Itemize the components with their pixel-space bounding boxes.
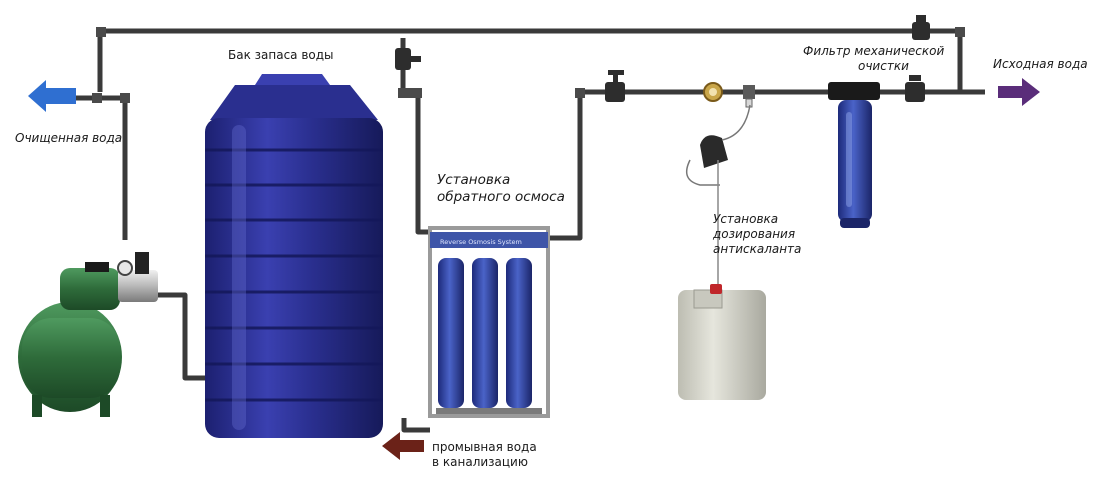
label-source-water: Исходная вода [993, 57, 1088, 71]
label-purified-water: Очищенная вода [15, 131, 123, 145]
water-storage-tank [205, 74, 383, 438]
pipe-tank-to-pump [150, 292, 215, 381]
pipe-drain [401, 418, 430, 433]
arrow-source-water-in [998, 78, 1040, 106]
valve-inlet-main [905, 75, 925, 102]
label-tank: Бак запаса воды [228, 48, 334, 62]
label-mech-filter-line1: Фильтр механической [803, 44, 945, 58]
pipe-fittings [92, 27, 965, 103]
ro-brand-label: Reverse Osmosis System [440, 238, 522, 246]
arrow-drain [382, 432, 424, 460]
label-dosing-line3: антискаланта [713, 242, 802, 256]
dosing-injection-point [743, 85, 755, 108]
pipe-outlet [75, 95, 128, 240]
pipes [75, 28, 985, 433]
pipe-top-return [97, 28, 963, 92]
label-drain-line2: в канализацию [432, 455, 528, 469]
antiscalant-canister [678, 284, 766, 400]
pump-station [18, 252, 158, 417]
dosing-pump [685, 104, 751, 286]
valve-before-ro [605, 70, 625, 102]
valve-top-bypass [912, 15, 930, 40]
mechanical-filter [828, 82, 880, 228]
pipe-inlet [548, 89, 985, 241]
label-dosing-line2: дозирования [713, 227, 796, 241]
reverse-osmosis-unit [428, 226, 550, 418]
label-ro-unit-line1: Установка [437, 172, 511, 188]
flow-meter [703, 82, 723, 102]
arrow-purified-water-out [28, 80, 76, 112]
valve-tank-inlet [395, 48, 421, 70]
label-mech-filter-line2: очистки [858, 59, 909, 73]
label-ro-unit-line2: обратного осмоса [437, 189, 565, 205]
label-dosing-line1: Установка [713, 212, 779, 226]
label-drain-line1: промывная вода [432, 440, 537, 454]
